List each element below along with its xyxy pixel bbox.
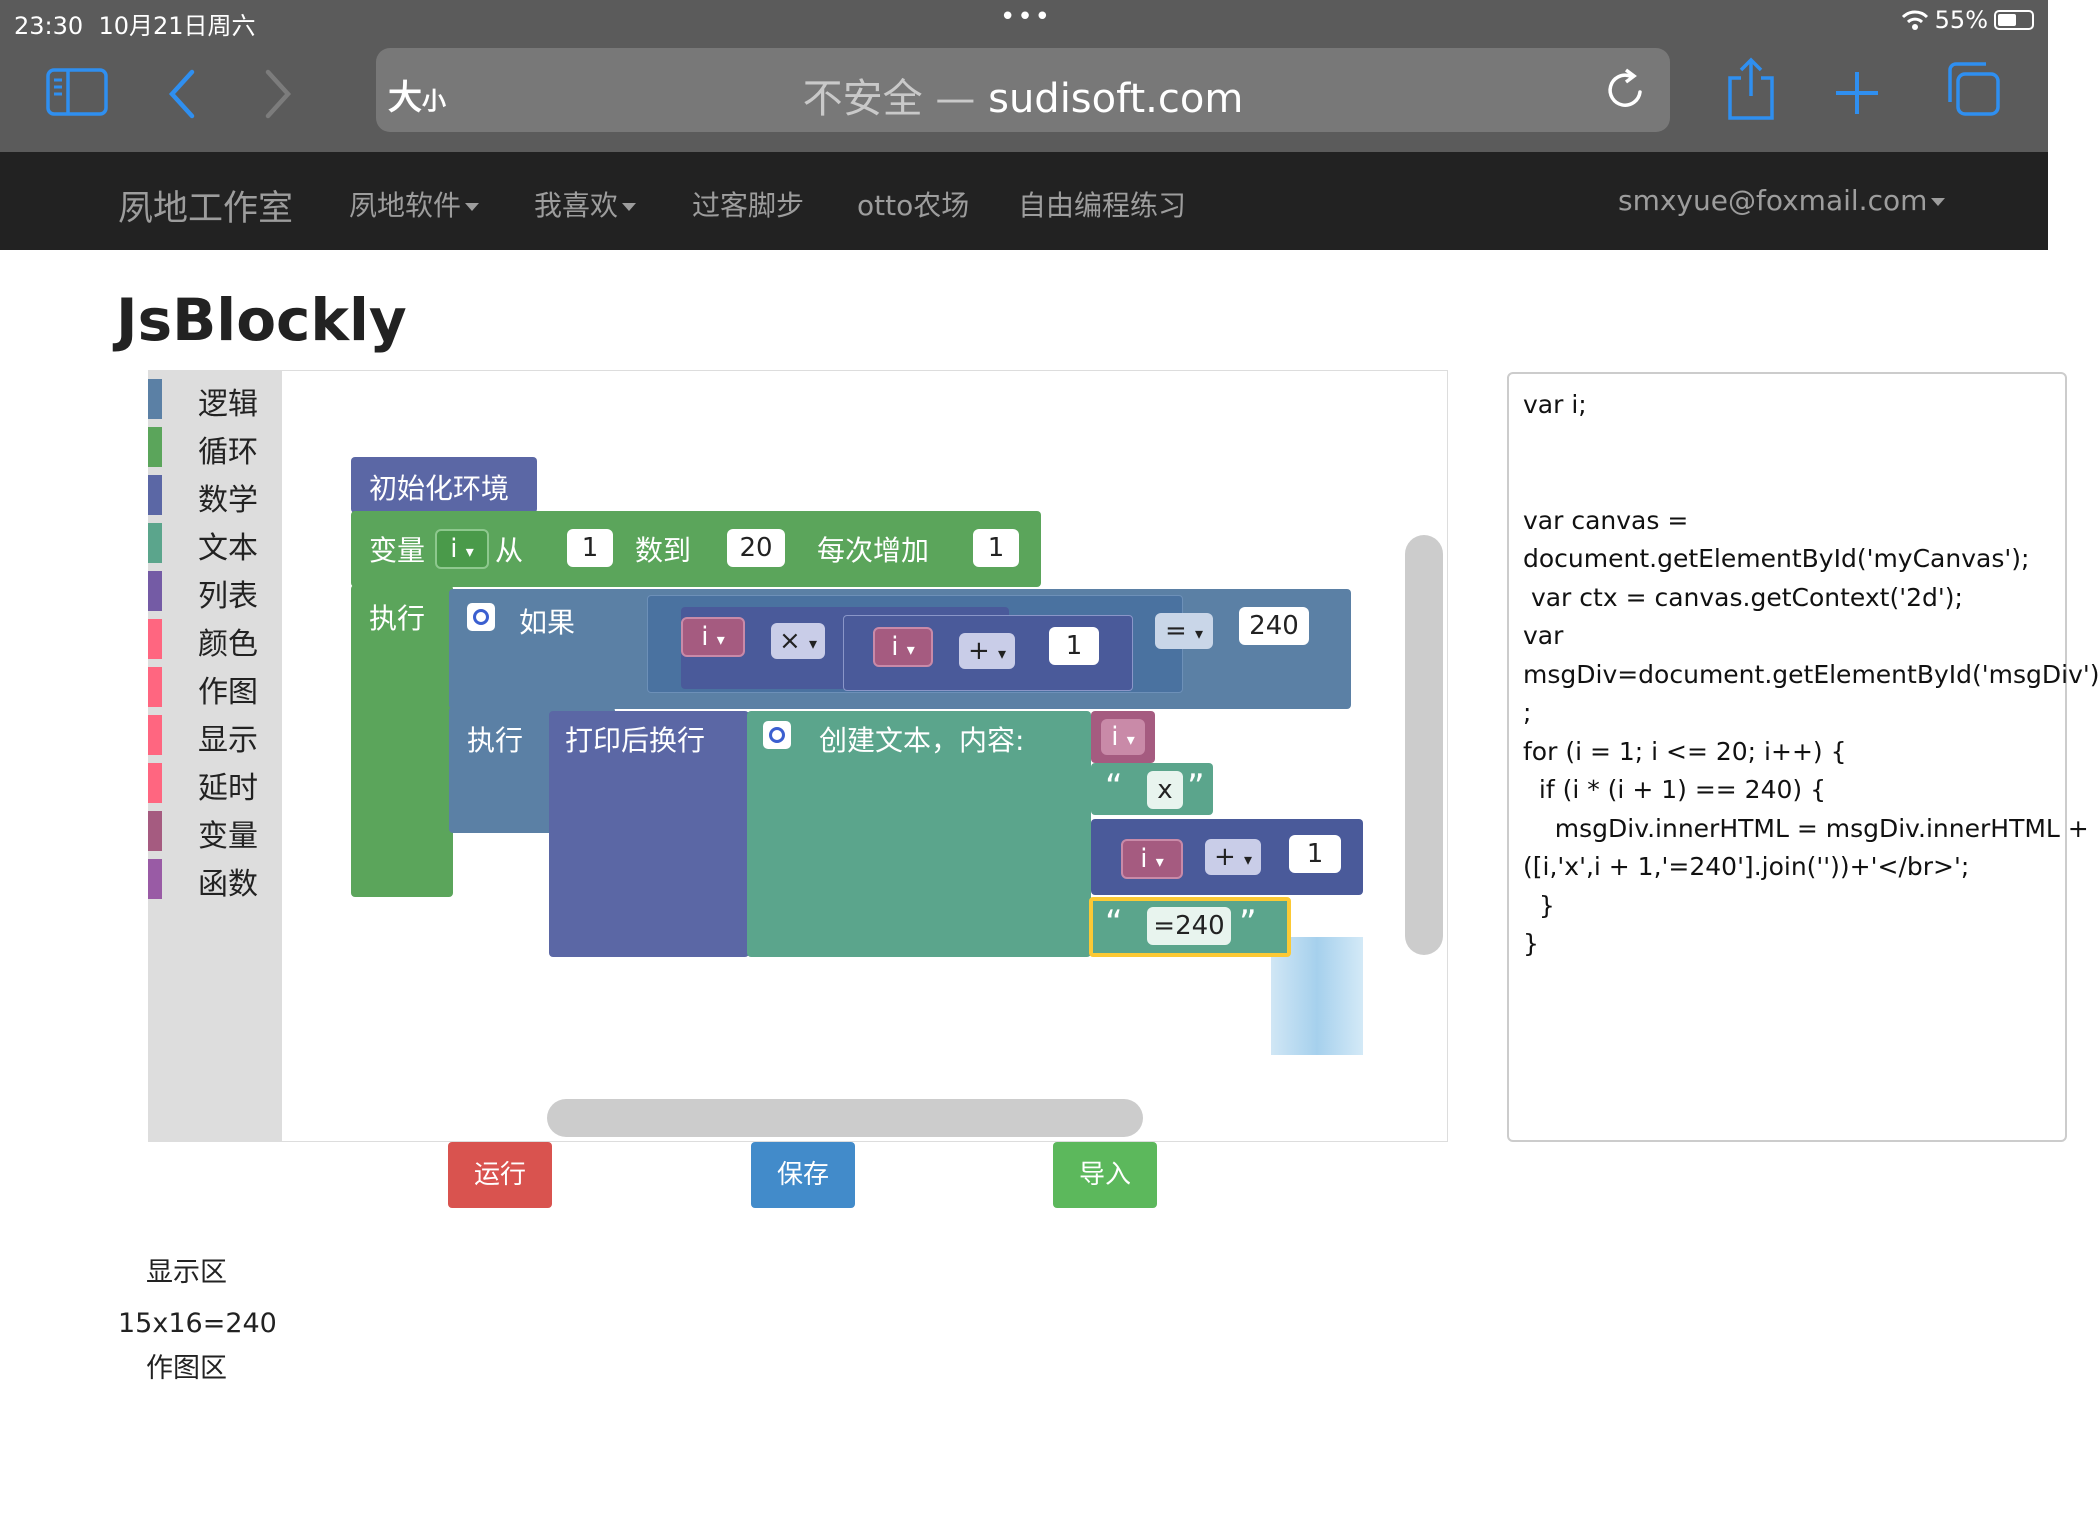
- text-x-block[interactable]: “ x ”: [1091, 763, 1213, 815]
- nav-item-software[interactable]: 夙地软件: [349, 184, 480, 224]
- toolbox-category[interactable]: 作图: [148, 665, 282, 710]
- toolbox-category[interactable]: 函数: [148, 857, 282, 902]
- draw-area-label: 作图区: [146, 1353, 227, 1384]
- nav-user-menu[interactable]: smxyue@foxmail.com: [1618, 184, 1946, 217]
- status-time: 23:30 10月21日周六: [14, 12, 256, 40]
- eq-value[interactable]: 240: [1239, 607, 1309, 645]
- import-button[interactable]: 导入: [1053, 1142, 1157, 1208]
- category-label: 循环: [198, 435, 258, 470]
- wifi-icon: [1901, 10, 1928, 30]
- for-loop-body: [351, 585, 453, 897]
- toolbox-category[interactable]: 循环: [148, 425, 282, 470]
- text-size-button[interactable]: 大小: [388, 78, 446, 118]
- status-right: 55%: [1901, 6, 2034, 34]
- vertical-scrollbar[interactable]: [1405, 535, 1443, 955]
- nav-item-visitors[interactable]: 过客脚步: [692, 189, 805, 222]
- from-value[interactable]: 1: [567, 529, 613, 567]
- toolbox-category[interactable]: 延时: [148, 761, 282, 806]
- category-label: 文本: [198, 531, 258, 566]
- category-label: 列表: [198, 579, 258, 614]
- horizontal-scrollbar[interactable]: [547, 1099, 1143, 1137]
- toolbox-category[interactable]: 列表: [148, 569, 282, 614]
- caret-down-icon: [1931, 198, 1946, 206]
- run-button[interactable]: 运行: [448, 1142, 552, 1208]
- category-color-swatch: [148, 763, 162, 803]
- category-color-swatch: [148, 475, 162, 515]
- category-label: 变量: [198, 819, 258, 854]
- category-label: 延时: [198, 771, 258, 806]
- blockly-workspace[interactable]: 初始化环境 变量 i ▾ 从 1 数到 20 每次增加 1 执行 如果 i ▾ …: [148, 370, 1448, 1142]
- sidebar-icon[interactable]: [46, 66, 110, 118]
- gear-icon[interactable]: [763, 721, 791, 749]
- category-color-swatch: [148, 571, 162, 611]
- category-color-swatch: [148, 619, 162, 659]
- toolbox-category[interactable]: 逻辑: [148, 377, 282, 422]
- toolbox-category[interactable]: 数学: [148, 473, 282, 518]
- output-text: 15x16=240: [118, 1308, 277, 1339]
- category-label: 逻辑: [198, 387, 258, 422]
- category-color-swatch: [148, 523, 162, 563]
- category-label: 数学: [198, 483, 258, 518]
- status-bar: 23:30 10月21日周六 ••• 55%: [0, 0, 2048, 40]
- address-bar[interactable]: 大小 不安全 — sudisoft.com: [376, 48, 1670, 132]
- print-block[interactable]: 打印后换行: [549, 711, 749, 957]
- reload-icon[interactable]: [1604, 68, 1648, 112]
- forward-icon[interactable]: [262, 68, 294, 120]
- times-op[interactable]: × ▾: [771, 623, 825, 659]
- to-value[interactable]: 20: [727, 529, 785, 567]
- step-value[interactable]: 1: [973, 529, 1019, 567]
- category-label: 函数: [198, 867, 258, 902]
- category-label: 颜色: [198, 627, 258, 662]
- toolbox-category[interactable]: 显示: [148, 713, 282, 758]
- nav-item-otto[interactable]: otto农场: [857, 189, 970, 222]
- save-button[interactable]: 保存: [751, 1142, 855, 1208]
- category-label: 作图: [198, 675, 258, 710]
- toolbox-category[interactable]: 变量: [148, 809, 282, 854]
- category-color-swatch: [148, 715, 162, 755]
- battery-percent: 55%: [1934, 6, 1988, 34]
- var-i-block[interactable]: i ▾: [1091, 711, 1155, 763]
- caret-down-icon: [622, 203, 637, 211]
- tabs-icon[interactable]: [1944, 60, 2002, 118]
- create-text-block[interactable]: [747, 711, 1091, 957]
- category-label: 显示: [198, 723, 258, 758]
- category-color-swatch: [148, 667, 162, 707]
- plus-op[interactable]: + ▾: [959, 633, 1015, 669]
- battery-icon: [1994, 10, 2034, 30]
- page-title: JsBlockly: [116, 286, 407, 354]
- url-display[interactable]: 不安全 — sudisoft.com: [802, 76, 1244, 122]
- number-one[interactable]: 1: [1049, 627, 1099, 665]
- category-color-swatch: [148, 379, 162, 419]
- init-block[interactable]: 初始化环境: [351, 457, 537, 513]
- site-brand[interactable]: 夙地工作室: [118, 189, 294, 229]
- site-navbar: 夙地工作室 夙地软件 我喜欢 过客脚步 otto农场 自由编程练习 smxyue…: [0, 152, 2048, 250]
- category-color-swatch: [148, 811, 162, 851]
- eq-op[interactable]: = ▾: [1155, 613, 1213, 649]
- caret-down-icon: [465, 203, 480, 211]
- share-icon[interactable]: [1724, 56, 1778, 122]
- var-i-block[interactable]: i ▾: [681, 617, 745, 657]
- gear-icon[interactable]: [467, 603, 495, 631]
- new-tab-icon[interactable]: [1834, 70, 1880, 116]
- sum-block-2[interactable]: i ▾ + ▾ 1: [1091, 819, 1363, 895]
- generated-code: var i; var canvas = document.getElementB…: [1507, 372, 2100, 1142]
- back-icon[interactable]: [166, 68, 198, 120]
- multitask-dots[interactable]: •••: [1000, 2, 1053, 32]
- var-dropdown[interactable]: i ▾: [435, 529, 489, 569]
- text-eq-block[interactable]: “ =240 ”: [1089, 897, 1291, 957]
- var-i-block[interactable]: i ▾: [873, 627, 933, 667]
- category-color-swatch: [148, 859, 162, 899]
- blockly-toolbox: 逻辑循环数学文本列表颜色作图显示延时变量函数: [148, 371, 282, 1142]
- nav-item-practice[interactable]: 自由编程练习: [1018, 189, 1187, 222]
- category-color-swatch: [148, 427, 162, 467]
- display-area-label: 显示区: [146, 1257, 227, 1288]
- toolbox-category[interactable]: 颜色: [148, 617, 282, 662]
- nav-item-likes[interactable]: 我喜欢: [534, 184, 637, 224]
- toolbox-category[interactable]: 文本: [148, 521, 282, 566]
